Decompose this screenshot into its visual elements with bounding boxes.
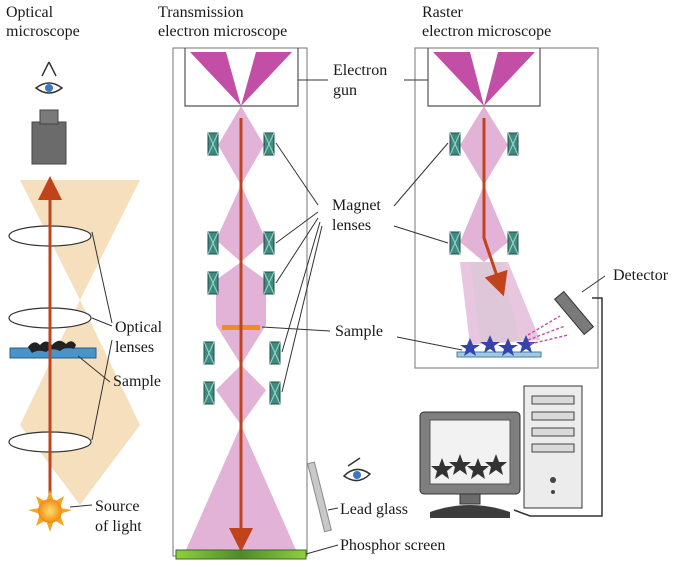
tem-lead-glass <box>307 461 332 533</box>
label-detector: Detector <box>613 267 669 284</box>
label-electron-gun-line1: Electron <box>333 62 388 79</box>
transmission-title-line1: Transmission <box>158 4 244 21</box>
sem-detector <box>553 290 595 336</box>
sem-signal-rays <box>527 315 569 345</box>
pointer-phosphor <box>305 544 339 555</box>
pointer-sem-magnet-2 <box>393 225 449 244</box>
optical-sample-slide <box>9 347 97 359</box>
pc-reset-button <box>551 490 555 494</box>
label-source-line1: Source <box>95 498 140 515</box>
label-electron-gun-line2: gun <box>333 82 357 99</box>
optical-microscope <box>8 61 140 532</box>
monitor-stand <box>430 505 510 518</box>
sem-sample-stage <box>456 351 542 358</box>
label-lead-glass: Lead glass <box>340 501 408 518</box>
sem-sample-particles <box>460 335 536 356</box>
pc-power-button <box>550 477 556 483</box>
pointer-optical-lenses-2 <box>91 317 113 327</box>
tem-gun-housing <box>184 48 299 107</box>
label-optical-lenses-line2: lenses <box>115 339 155 356</box>
transmission-microscope <box>172 47 372 560</box>
transmission-title-line2: electron microscope <box>158 23 288 40</box>
monitor-neck <box>459 493 481 505</box>
pointer-magnet-5 <box>281 225 323 393</box>
pointer-source <box>69 504 93 508</box>
pc-drive-1 <box>531 395 575 405</box>
sem-beam-scan-ghost <box>470 262 520 342</box>
optical-title-line1: Optical <box>6 4 54 21</box>
pointer-optical-lenses-1 <box>91 231 113 324</box>
optical-sample-cells <box>28 340 76 353</box>
raster-title-line2: electron microscope <box>422 23 552 40</box>
pointer-lead-glass <box>327 507 339 511</box>
sem-frame <box>414 47 599 369</box>
tem-gun-right <box>241 52 292 106</box>
label-sample-center: Sample <box>335 323 383 340</box>
label-phosphor-screen: Phosphor screen <box>340 537 446 554</box>
tem-phosphor-screen <box>175 549 307 560</box>
raster-title-line1: Raster <box>422 4 463 21</box>
optical-title-line2: microscope <box>6 23 80 40</box>
sem-gun-left <box>433 52 484 106</box>
computer <box>419 385 583 518</box>
pc-drive-4 <box>531 443 575 453</box>
pointer-magnet-1 <box>275 142 319 206</box>
pointer-detector <box>581 275 606 293</box>
label-magnet-lenses-line2: lenses <box>332 217 372 234</box>
pc-drive-3 <box>531 427 575 437</box>
optical-eyepiece-tube <box>31 121 67 165</box>
pointer-sem-sample <box>396 336 463 351</box>
pointer-sample-left <box>77 355 111 383</box>
detector-cable <box>513 297 603 517</box>
label-source-line2: of light <box>95 518 142 535</box>
sun-icon <box>28 490 72 532</box>
pointer-sample-tem <box>261 326 331 332</box>
eye-icon <box>34 61 64 94</box>
pc-drive-2 <box>531 411 575 421</box>
eye-icon <box>342 457 372 482</box>
label-sample-left: Sample <box>113 373 161 390</box>
label-magnet-lenses-line1: Magnet <box>332 197 381 214</box>
sem-gun-right <box>484 52 535 106</box>
label-optical-lenses-line1: Optical <box>115 319 163 336</box>
monitor-screen <box>429 419 511 485</box>
pointer-sem-magnet-1 <box>393 142 449 207</box>
monitor-image-particles <box>431 454 507 479</box>
tem-gun-left <box>190 52 241 106</box>
optical-eyepiece-cap <box>39 109 59 125</box>
pointer-magnet-2 <box>275 211 319 244</box>
pointer-magnet-3 <box>275 217 319 284</box>
raster-microscope <box>393 47 606 517</box>
pointer-magnet-4 <box>281 221 321 353</box>
sem-electron-arrow <box>482 118 508 297</box>
pointer-optical-lenses-3 <box>91 339 113 441</box>
